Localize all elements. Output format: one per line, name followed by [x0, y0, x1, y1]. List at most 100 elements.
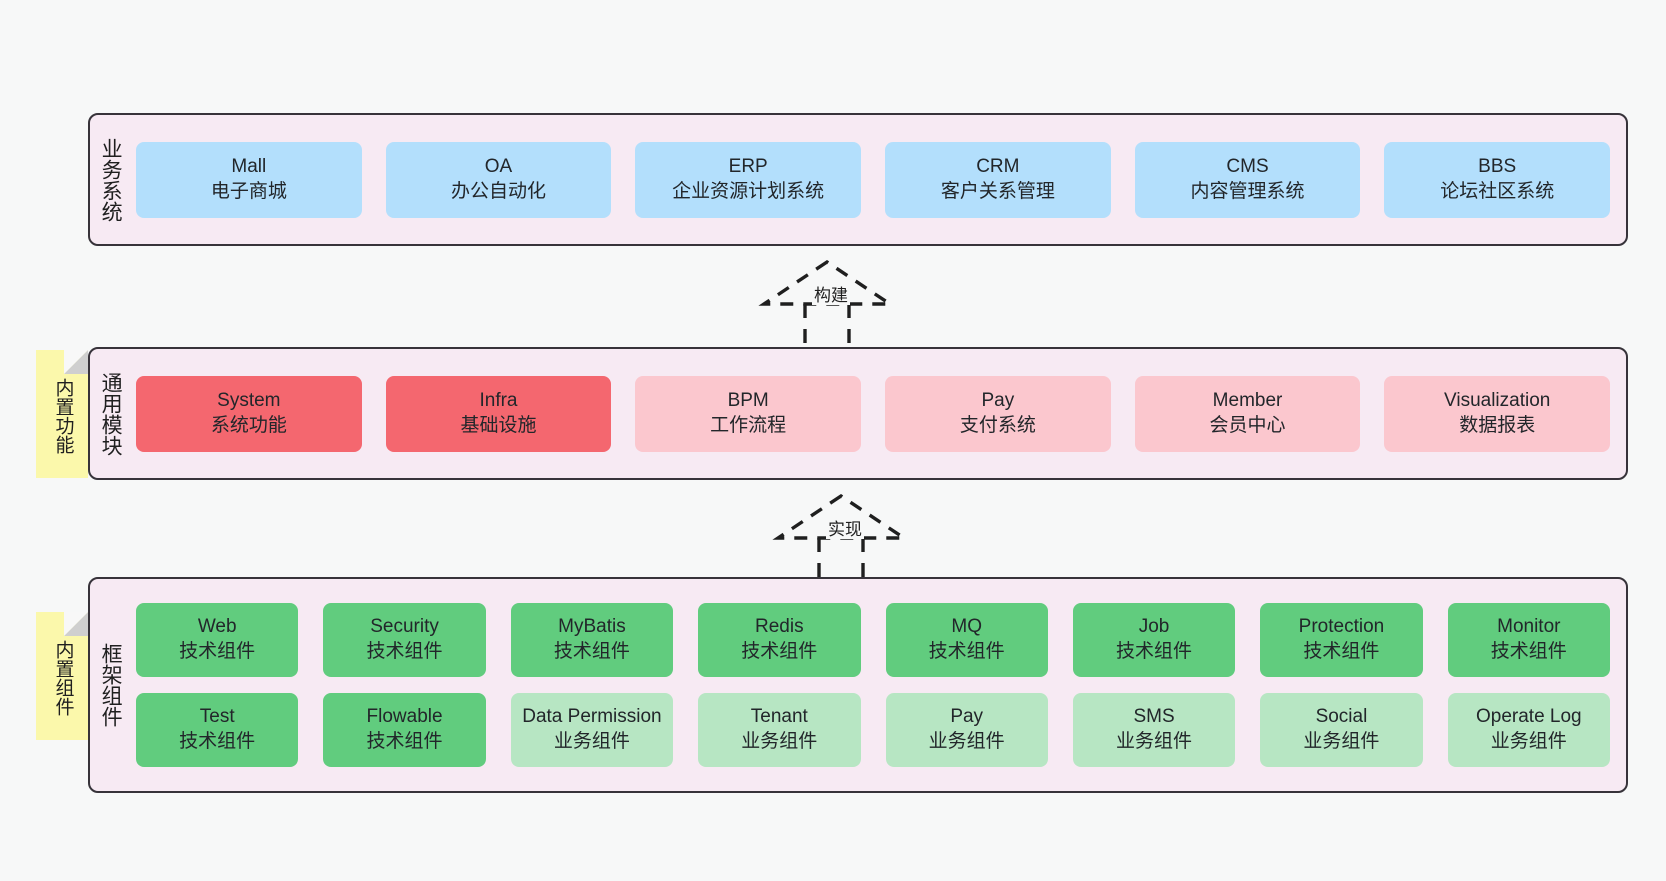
card-title-cn: 办公自动化	[451, 180, 547, 202]
connector-build-label: 构建	[812, 286, 850, 305]
card-title-en: CMS	[1226, 155, 1269, 177]
card-system[interactable]: System 系统功能	[136, 375, 362, 452]
card-title-en: Visualization	[1444, 389, 1551, 411]
card-sms[interactable]: SMS 业务组件	[1072, 693, 1236, 767]
card-title-en: Pay	[950, 706, 984, 728]
card-bpm[interactable]: BPM 工作流程	[635, 375, 862, 452]
card-title-cn: 业务组件	[1303, 731, 1380, 752]
card-title-en: Monitor	[1497, 616, 1561, 638]
card-title-cn: 技术组件	[741, 641, 818, 662]
card-title-en: Infra	[479, 389, 518, 411]
sticky-note-builtin-features-label: 内置功能	[52, 378, 74, 454]
card-title-en: CRM	[976, 155, 1020, 177]
card-visualization[interactable]: Visualization 数据报表	[1384, 375, 1611, 452]
card-title-cn: 技术组件	[1116, 641, 1193, 662]
card-title-cn: 技术组件	[179, 731, 256, 752]
card-title-cn: 工作流程	[710, 414, 787, 436]
card-title-cn: 业务组件	[553, 731, 630, 752]
card-title-en: Tenant	[750, 706, 808, 728]
card-title-cn: 业务组件	[928, 731, 1005, 752]
card-tenant[interactable]: Tenant 业务组件	[698, 693, 861, 767]
card-title-cn: 客户关系管理	[940, 180, 1055, 202]
card-title-en: BBS	[1478, 155, 1517, 177]
card-title-en: ERP	[728, 155, 768, 177]
card-pay[interactable]: Pay 业务组件	[885, 693, 1048, 767]
card-title-cn: 系统功能	[210, 414, 287, 436]
connector-implement-shaft	[817, 538, 865, 582]
card-title-cn: 基础设施	[460, 414, 537, 436]
card-protection[interactable]: Protection 技术组件	[1260, 603, 1423, 677]
card-title-en: Operate Log	[1475, 706, 1582, 728]
card-bbs[interactable]: BBS 论坛社区系统	[1384, 141, 1611, 218]
card-title-en: Pay	[981, 389, 1015, 411]
card-title-en: MQ	[951, 616, 982, 638]
card-title-cn: 技术组件	[1303, 641, 1380, 662]
card-title-en: Protection	[1298, 616, 1385, 638]
card-title-cn: 业务组件	[741, 731, 818, 752]
card-title-cn: 内容管理系统	[1190, 180, 1305, 202]
sticky-note-builtin-features: 内置功能	[36, 350, 88, 478]
card-title-en: Security	[370, 616, 439, 638]
connector-implement-label: 实现	[826, 520, 864, 539]
card-title-cn: 支付系统	[959, 414, 1036, 436]
card-title-en: Mall	[231, 155, 267, 177]
card-oa[interactable]: OA 办公自动化	[385, 141, 612, 218]
card-title-cn: 技术组件	[928, 641, 1005, 662]
card-mq[interactable]: MQ 技术组件	[885, 603, 1048, 677]
card-title-en: OA	[484, 155, 513, 177]
card-title-en: Job	[1138, 616, 1170, 638]
card-title-cn: 技术组件	[366, 731, 443, 752]
card-title-cn: 数据报表	[1459, 414, 1536, 436]
card-title-cn: 企业资源计划系统	[672, 180, 825, 202]
card-operate-log[interactable]: Operate Log 业务组件	[1447, 693, 1610, 767]
card-title-en: System	[217, 389, 281, 411]
card-title-en: Flowable	[366, 706, 443, 728]
card-redis[interactable]: Redis 技术组件	[698, 603, 861, 677]
card-title-cn: 技术组件	[366, 641, 443, 662]
card-title-en: Social	[1315, 706, 1368, 728]
card-data-permission[interactable]: Data Permission 业务组件	[510, 693, 674, 767]
card-pay[interactable]: Pay 支付系统	[885, 375, 1111, 452]
card-title-en: Member	[1212, 389, 1283, 411]
card-title-en: Web	[197, 616, 237, 638]
card-mybatis[interactable]: MyBatis 技术组件	[510, 603, 674, 677]
card-web[interactable]: Web 技术组件	[136, 603, 299, 677]
card-erp[interactable]: ERP 企业资源计划系统	[635, 141, 862, 218]
card-job[interactable]: Job 技术组件	[1072, 603, 1236, 677]
card-infra[interactable]: Infra 基础设施	[385, 375, 612, 452]
card-title-en: BPM	[727, 389, 769, 411]
connector-build-shaft	[803, 304, 851, 348]
general-modules-band-title: 通用模块	[99, 371, 123, 456]
card-flowable[interactable]: Flowable 技术组件	[323, 693, 486, 767]
card-title-cn: 技术组件	[553, 641, 630, 662]
card-title-en: Data Permission	[522, 706, 662, 728]
card-title-cn: 业务组件	[1116, 731, 1193, 752]
connector-implement: 实现	[766, 490, 936, 584]
business-systems-band-title: 业务系统	[99, 137, 123, 222]
sticky-note-builtin-components-label: 内置组件	[52, 640, 74, 716]
card-title-en: MyBatis	[558, 616, 626, 638]
card-title-cn: 论坛社区系统	[1440, 180, 1555, 202]
card-title-en: SMS	[1133, 706, 1175, 728]
general-modules-band: 通用模块 System 系统功能 Infra 基础设施 BPM 工作流程 Pay 支付系统 Me…	[88, 347, 1628, 480]
card-title-cn: 技术组件	[179, 641, 256, 662]
card-security[interactable]: Security 技术组件	[323, 603, 486, 677]
card-title-en: Redis	[755, 616, 804, 638]
card-cms[interactable]: CMS 内容管理系统	[1134, 141, 1361, 218]
card-crm[interactable]: CRM 客户关系管理	[885, 141, 1111, 218]
card-social[interactable]: Social 业务组件	[1260, 693, 1423, 767]
card-title-cn: 业务组件	[1490, 731, 1567, 752]
framework-components-band-title: 框架组件	[99, 643, 123, 727]
connector-build: 构建	[752, 256, 922, 350]
